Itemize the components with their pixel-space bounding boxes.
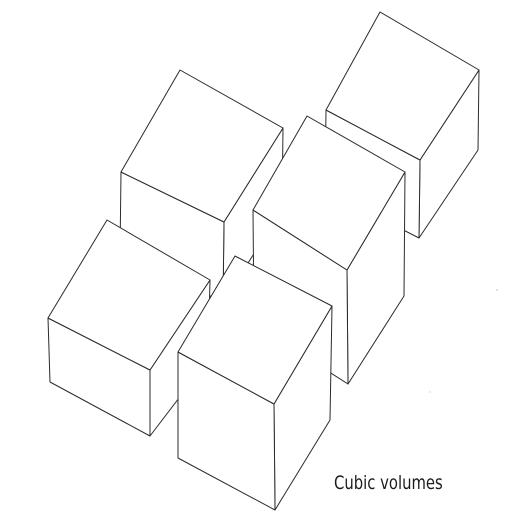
cube-front-right [177,255,333,511]
cube-front-left-top-face [47,219,211,371]
cube-back-left [119,69,284,303]
stray-mark [429,391,431,393]
cube-back-right-top-face [325,11,480,161]
caption: Cubic volumes [334,472,443,494]
cube-back-left-top-face [120,69,284,223]
stray-mark [496,289,498,291]
cube-front-right-top-face [177,255,333,405]
cube-middle-top-face [252,115,406,271]
